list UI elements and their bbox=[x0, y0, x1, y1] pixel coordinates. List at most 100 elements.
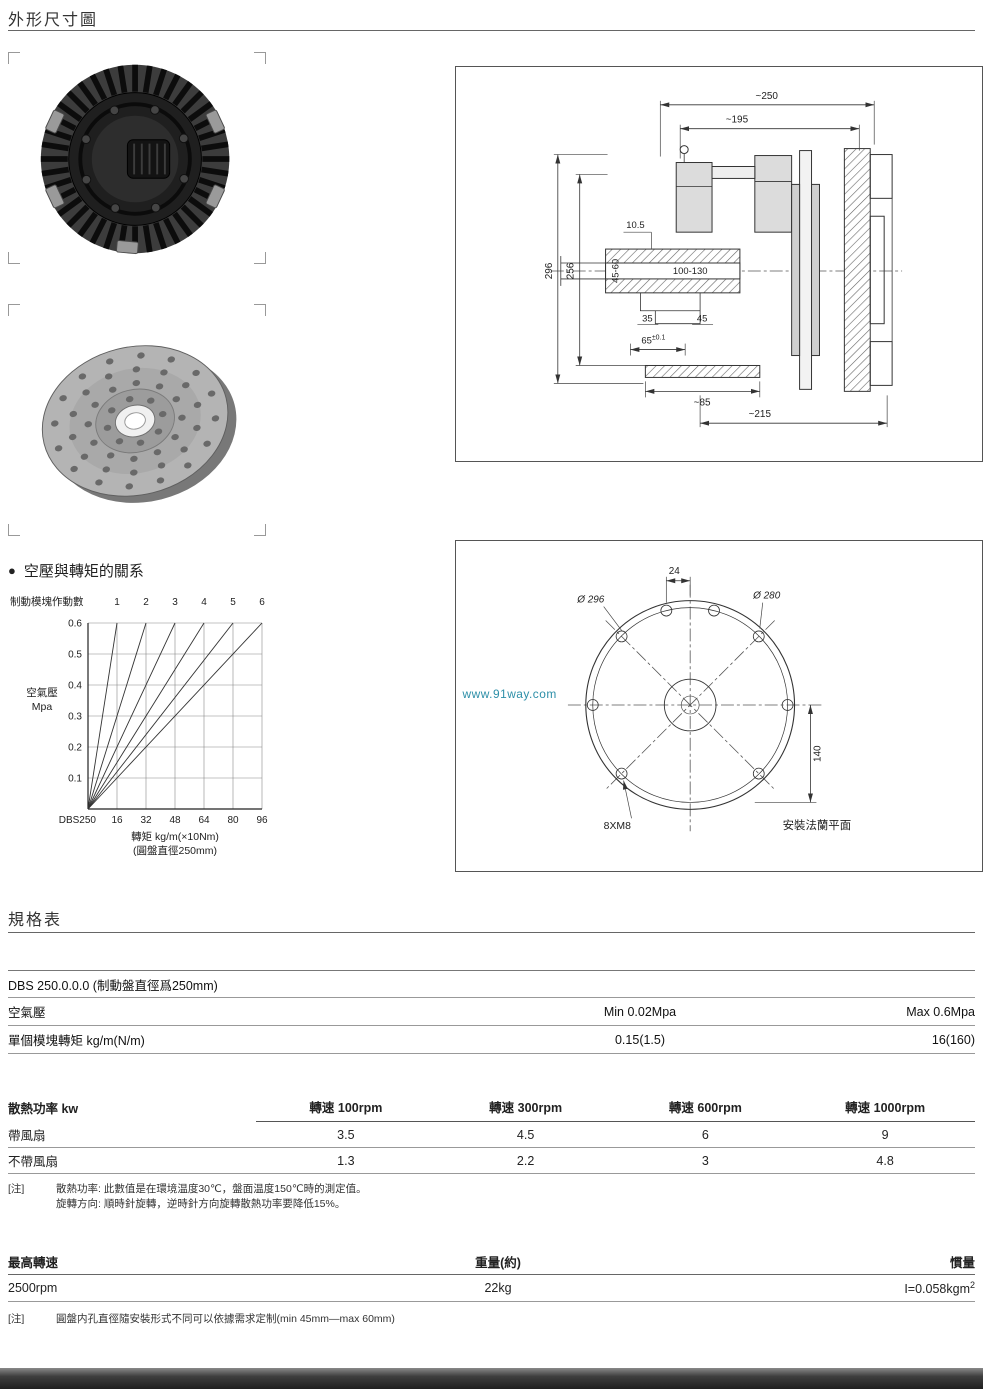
chart-xtick: 32 bbox=[140, 815, 152, 826]
dim-10-5: 10.5 bbox=[626, 220, 644, 231]
summary-col-header: 慣量 bbox=[949, 1255, 975, 1270]
disc-photo bbox=[41, 345, 237, 503]
heat-row-label: 不帶風扇 bbox=[8, 1155, 59, 1169]
bolt-spec-label: 8XM8 bbox=[604, 821, 631, 832]
chart-xtick: 64 bbox=[198, 815, 210, 826]
brake-photo bbox=[40, 64, 230, 255]
heat-table-header-row: 散熱功率 kw 轉速 100rpm 轉速 300rpm 轉速 600rpm 轉速… bbox=[8, 1092, 975, 1122]
heat-table: 散熱功率 kw 轉速 100rpm 轉速 300rpm 轉速 600rpm 轉速… bbox=[8, 1092, 975, 1174]
chart-ytick: 0.2 bbox=[68, 743, 82, 754]
heat-label-header: 散熱功率 kw bbox=[8, 1101, 79, 1116]
brake-photo-frame bbox=[8, 52, 266, 264]
crop-mark-icon bbox=[8, 524, 20, 536]
chart-top-tick: 5 bbox=[230, 597, 236, 608]
section-title-outline-dimensions: 外形尺寸圖 bbox=[8, 12, 99, 29]
crop-mark-icon bbox=[8, 304, 20, 316]
dim-250: ~250 bbox=[756, 91, 779, 102]
dim-195: ~195 bbox=[726, 115, 749, 126]
table-row: 不帶風扇 1.3 2.2 3 4.8 bbox=[8, 1148, 975, 1174]
crop-mark-icon bbox=[254, 304, 266, 316]
spec-row-min: Min 0.02Mpa bbox=[603, 1004, 677, 1019]
max-speed-value: 2500rpm bbox=[8, 1281, 58, 1295]
note-line: 散熱功率: 此數值是在環境温度30℃，盤面温度150℃時的測定值。 bbox=[56, 1183, 367, 1195]
heat-col-header: 轉速 1000rpm bbox=[795, 1092, 975, 1122]
heat-note: [注] 散熱功率: 此數值是在環境温度30℃，盤面温度150℃時的測定值。 旋轉… bbox=[8, 1182, 708, 1212]
chart-ytick: 0.1 bbox=[68, 774, 82, 785]
chart-ylabel: 空氣壓 bbox=[26, 686, 58, 699]
chart-xtick: 80 bbox=[227, 815, 239, 826]
spec-row-max: 16(160) bbox=[931, 1032, 975, 1047]
crop-mark-icon bbox=[254, 524, 266, 536]
bullet-icon: ● bbox=[8, 563, 16, 578]
chart-top-axis-label: 制動模塊作動數 bbox=[10, 595, 84, 608]
chart-xtick: 48 bbox=[169, 815, 181, 826]
inertia-value: I=0.058kgm2 bbox=[904, 1279, 975, 1297]
spec-row-label: 單個模塊轉矩 kg/m(N/m) bbox=[8, 1034, 145, 1048]
note-line: 旋轉方向: 順時針旋轉，逆時針方向旋轉散熱功率要降低15%。 bbox=[56, 1198, 346, 1210]
chart-ylabel-unit: Mpa bbox=[32, 701, 53, 713]
watermark-text: www.91way.com bbox=[462, 687, 557, 701]
table-row: 單個模塊轉矩 kg/m(N/m) 0.15(1.5) 16(160) bbox=[8, 1026, 975, 1054]
dim-215: ~215 bbox=[749, 409, 772, 420]
chart-top-tick: 6 bbox=[259, 597, 265, 608]
summary-table: 最高轉速 重量(約) 慣量 2500rpm 22kg I=0.058kgm2 bbox=[8, 1248, 975, 1302]
chart-ytick: 0.5 bbox=[68, 650, 82, 661]
heat-value: 4.5 bbox=[516, 1127, 535, 1142]
dia-296-label: Ø 296 bbox=[576, 595, 605, 606]
spec-model-row: DBS 250.0.0.0 (制動盤直徑爲250mm) bbox=[8, 970, 975, 998]
dim-35: 35 bbox=[642, 314, 653, 325]
table-row: 帶風扇 3.5 4.5 6 9 bbox=[8, 1122, 975, 1148]
note-tag: [注] bbox=[8, 1183, 25, 1195]
dim-45-60: 45-60 bbox=[611, 259, 622, 283]
summary-note: [注] 圓盤内孔直徑隨安裝形式不同可以依據需求定制(min 45mm—max 6… bbox=[8, 1312, 708, 1327]
chart-ytick: 0.4 bbox=[68, 681, 82, 692]
dia-280-label: Ø 280 bbox=[752, 591, 781, 602]
heat-value: 6 bbox=[701, 1127, 709, 1142]
chart-top-tick: 3 bbox=[172, 597, 178, 608]
summary-col-header: 最高轉速 bbox=[8, 1255, 59, 1270]
spec-title-rule bbox=[8, 932, 975, 933]
chart-top-tick: 4 bbox=[201, 597, 207, 608]
heat-col-header: 轉速 300rpm bbox=[435, 1092, 616, 1122]
spec-row-max: Max 0.6Mpa bbox=[906, 1004, 975, 1019]
torque-section-heading: ● 空壓與轉矩的關系 bbox=[8, 560, 144, 581]
spec-row-label: 空氣壓 bbox=[8, 1006, 46, 1020]
footer-bar bbox=[0, 1368, 983, 1389]
outline-drawing-box: ~250 ~195 296 256 45-60 100-130 10.5 35 bbox=[455, 66, 983, 462]
note-line: 圓盤内孔直徑隨安裝形式不同可以依據需求定制(min 45mm—max 60mm) bbox=[56, 1313, 395, 1325]
heat-value: 3.5 bbox=[337, 1127, 355, 1142]
chart-ytick: 0.3 bbox=[68, 712, 82, 723]
dim-65-tol: 65±0.1 bbox=[641, 335, 665, 347]
heat-row-label: 帶風扇 bbox=[8, 1129, 46, 1143]
weight-value: 22kg bbox=[484, 1281, 512, 1295]
chart-top-tick: 1 bbox=[114, 597, 120, 608]
title-rule bbox=[8, 30, 975, 31]
dim-85: ~85 bbox=[694, 397, 711, 408]
heat-col-header: 轉速 100rpm bbox=[256, 1092, 436, 1122]
outline-dimension-drawing: ~250 ~195 296 256 45-60 100-130 10.5 35 bbox=[544, 91, 903, 428]
spec-model-label: DBS 250.0.0.0 (制動盤直徑爲250mm) bbox=[8, 978, 218, 993]
chart-x-origin-label: DBS250 bbox=[59, 815, 97, 826]
disc-photo-frame bbox=[8, 304, 266, 536]
dim-140: 140 bbox=[812, 745, 823, 762]
heat-value: 2.2 bbox=[516, 1153, 535, 1168]
dim-296: 296 bbox=[544, 262, 555, 279]
chart-ytick: 0.6 bbox=[68, 619, 82, 630]
crop-mark-icon bbox=[254, 52, 266, 64]
chart-xtick: 16 bbox=[111, 815, 123, 826]
summary-col-header: 重量(約) bbox=[475, 1255, 521, 1270]
flange-drawing-box: 24 Ø 296 Ø 280 140 8XM8 安裝法蘭平面 www.91way… bbox=[455, 540, 983, 872]
dim-100-130: 100-130 bbox=[673, 266, 708, 277]
chart-xlabel-sub: (圓盤直徑250mm) bbox=[133, 844, 217, 857]
heat-value: 4.8 bbox=[876, 1153, 894, 1168]
dim-256: 256 bbox=[566, 262, 577, 279]
flange-plane-label: 安裝法蘭平面 bbox=[783, 818, 852, 832]
heat-value: 1.3 bbox=[337, 1153, 355, 1168]
table-row: 2500rpm 22kg I=0.058kgm2 bbox=[8, 1275, 975, 1302]
section-title-specs: 規格表 bbox=[8, 912, 63, 929]
spec-row-min: 0.15(1.5) bbox=[614, 1032, 666, 1047]
spec-table: DBS 250.0.0.0 (制動盤直徑爲250mm) 空氣壓 Min 0.02… bbox=[8, 970, 975, 1054]
heat-col-header: 轉速 600rpm bbox=[615, 1092, 796, 1122]
table-row: 空氣壓 Min 0.02Mpa Max 0.6Mpa bbox=[8, 998, 975, 1026]
